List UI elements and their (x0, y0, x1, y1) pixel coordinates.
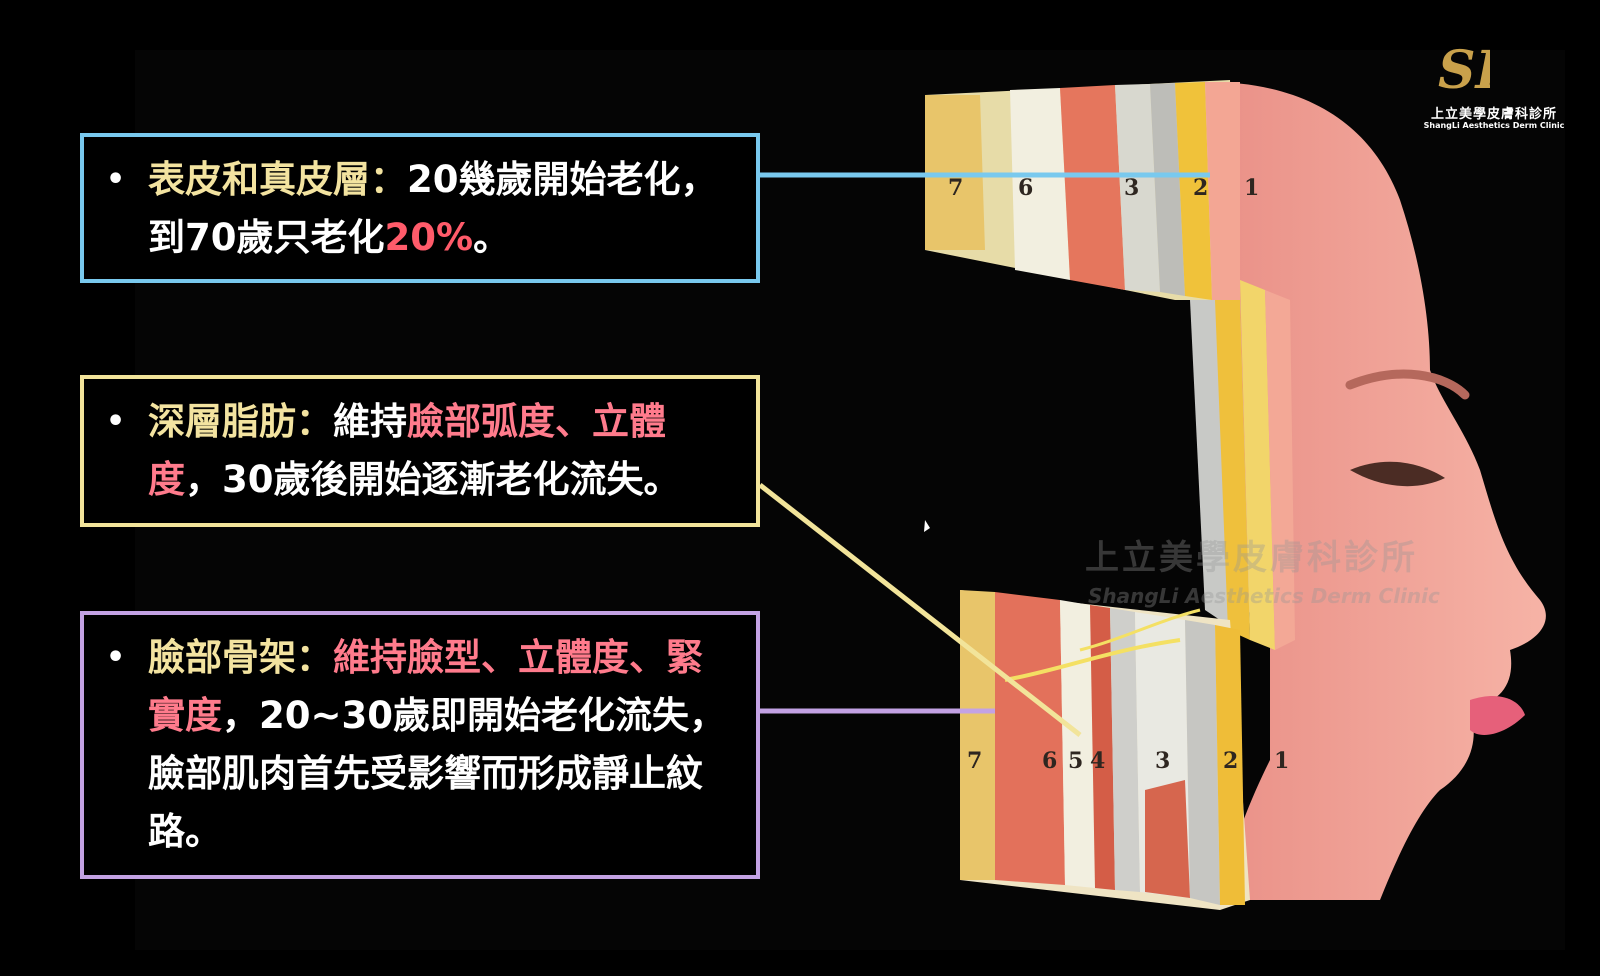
callout-text: 維持 (333, 400, 407, 443)
callout-heading: 臉部骨架： (148, 636, 333, 679)
nerve-strand (1079, 608, 1201, 652)
callout-facial-skeleton: • 臉部骨架：維持臉型、立體度、緊實度，20~30歲即開始老化流失，臉部肌肉首先… (80, 611, 760, 879)
layer-number: 1 (1274, 748, 1289, 774)
clinic-logo-icon: SL (1438, 40, 1490, 100)
callout-deep-fat: • 深層脂肪：維持臉部弧度、立體度，30歲後開始逐漸老化流失。 (80, 375, 760, 527)
top-layer-numbers: 7 6 3 2 1 (948, 175, 1259, 201)
layer-number: 2 (1193, 175, 1208, 201)
middle-layer-band (1190, 280, 1295, 650)
face-silhouette (1200, 81, 1546, 901)
lower-layer-slab (960, 590, 1250, 910)
eyebrow (1345, 369, 1470, 400)
watermark-en: ShangLi Aesthetics Derm Clinic (1088, 584, 1440, 608)
lips (1470, 695, 1525, 735)
callout-text: ，30歲後開始逐漸老化流失。 (185, 458, 681, 501)
callout-highlight: 臉部弧度、立體度 (148, 400, 666, 501)
layer-number: 3 (1155, 748, 1170, 774)
callout-highlight: 維持臉型、立體度、緊實度 (148, 636, 703, 737)
layer-number: 4 (1090, 748, 1105, 774)
connector-line-yellow (758, 483, 1082, 737)
layer-number: 5 (1068, 748, 1083, 774)
callout-heading: 表皮和真皮層： (148, 158, 407, 201)
svg-text:SL: SL (1438, 40, 1490, 100)
layer-number: 6 (1018, 175, 1033, 201)
callout-text: 20幾歲開始老化，到70歲只老化 (148, 158, 718, 259)
eye (1350, 461, 1445, 487)
callout-heading: 深層脂肪： (148, 400, 333, 443)
layer-number: 7 (967, 748, 982, 774)
watermark-cn: 上立美學皮膚科診所 (1085, 538, 1418, 578)
callout-text: 。 (473, 216, 511, 259)
callout-text: ，20~30歲即開始老化流失，臉部肌肉首先受影響而形成靜止紋路。 (148, 694, 726, 853)
bottom-layer-numbers: 7 6 5 4 3 2 1 (967, 748, 1289, 774)
nerve-strand (1004, 638, 1181, 682)
clinic-name-cn: 上立美學皮膚科診所 (1430, 107, 1557, 122)
layer-number: 1 (1244, 175, 1259, 201)
callout-highlight: 20% (384, 216, 474, 259)
layer-number: 7 (948, 175, 963, 201)
eye-highlight (924, 520, 930, 532)
layer-number: 2 (1223, 748, 1238, 774)
bullet: • (106, 162, 126, 197)
layer-number: 3 (1124, 175, 1139, 201)
upper-layer-slab (925, 80, 1240, 300)
bullet: • (106, 404, 126, 439)
clinic-name-en: ShangLi Aesthetics Derm Clinic (1423, 121, 1565, 130)
layer-number: 6 (1042, 748, 1057, 774)
bullet: • (106, 640, 126, 675)
callout-epidermis-dermis: • 表皮和真皮層：20幾歲開始老化，到70歲只老化20%。 (80, 133, 760, 283)
